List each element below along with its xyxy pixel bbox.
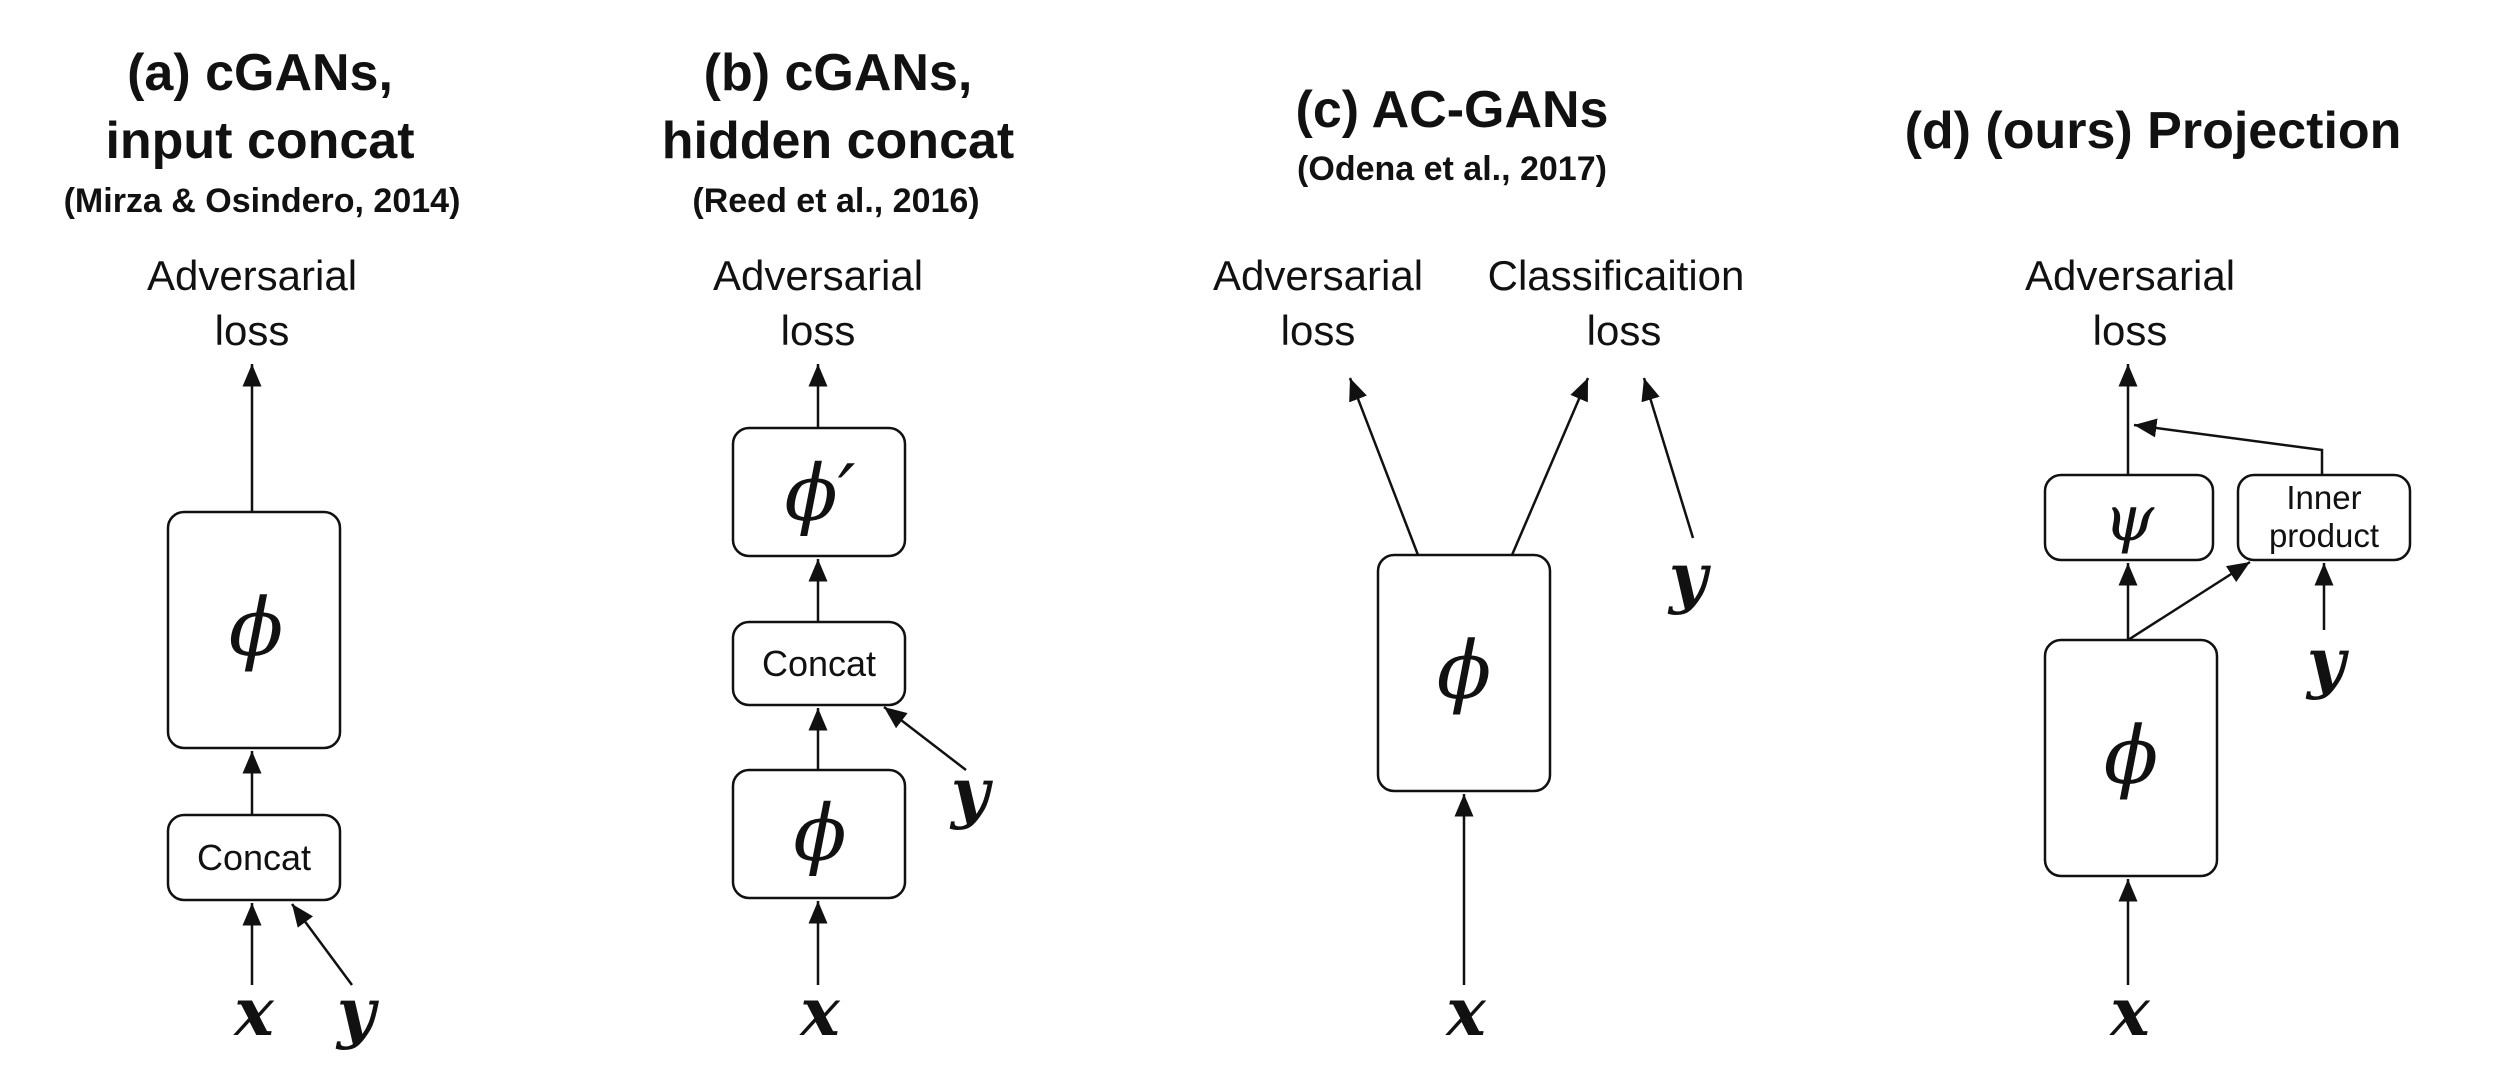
panel-c-cls-loss-line2: loss <box>1587 307 1662 354</box>
panel-c-x-symbol: x <box>1444 973 1486 1051</box>
panel-d-x-symbol: x <box>2108 973 2150 1051</box>
panel-a-title-line2: input concat <box>105 112 414 170</box>
panel-c-citation: (Odena et al., 2017) <box>1297 150 1607 188</box>
panel-a-citation: (Mirza & Osindero, 2014) <box>64 182 461 220</box>
panel-a-y-symbol: y <box>335 973 380 1051</box>
panel-d-title: (d) (ours) Projection <box>1905 102 2402 160</box>
panel-b-citation: (Reed et al., 2016) <box>692 182 979 220</box>
panel-b-title-line2: hidden concat <box>662 112 1014 170</box>
panel-c-title: (c) AC-GANs <box>1296 81 1609 139</box>
panel-d-y-symbol: y <box>2305 623 2350 701</box>
panel-b-phi-symbol: ϕ <box>793 789 846 879</box>
panel-b-concat-label: Concat <box>762 643 876 684</box>
panel-c: (c) AC-GANs (Odena et al., 2017) Adversa… <box>1213 81 1744 1051</box>
panel-b-phi-prime-symbol: ϕ′ <box>785 449 856 539</box>
panel-d-inner-product-line1: Inner <box>2286 479 2361 516</box>
panel-c-arrow-to-cls-loss <box>1510 377 1590 556</box>
panel-b-title-line1: (b) cGANs, <box>704 44 973 102</box>
panel-a-title-line1: (a) cGANs, <box>127 44 393 102</box>
panel-b-arrow-y-to-concat <box>883 706 967 771</box>
panel-d-inner-product-line2: product <box>2269 517 2379 554</box>
panel-a-x-symbol: x <box>232 973 274 1051</box>
panel-c-adv-loss-line1: Adversarial <box>1213 252 1423 299</box>
panel-c-phi-box <box>1376 553 1552 793</box>
panel-c-adv-loss-line2: loss <box>1281 307 1356 354</box>
panel-b-phi-prime-box <box>731 426 907 558</box>
panel-a-loss-label-line1: Adversarial <box>147 252 357 299</box>
panel-b-y-symbol: y <box>949 753 994 831</box>
panel-d-arrow-phi-to-inner-product <box>2127 560 2251 642</box>
panel-a-loss-label-line2: loss <box>215 307 290 354</box>
panel-d-inner-product-box <box>2236 473 2412 562</box>
panel-d-phi-box <box>2043 638 2219 878</box>
panel-d: (d) (ours) Projection Adversarial loss ψ… <box>1905 102 2412 1051</box>
panel-b-loss-label-line2: loss <box>781 307 856 354</box>
panel-b-x-symbol: x <box>798 973 840 1051</box>
panel-c-y-symbol: y <box>1667 538 1712 616</box>
panel-c-phi-symbol: ϕ <box>1437 624 1492 717</box>
panel-b-phi-box <box>731 768 907 900</box>
panel-a: (a) cGANs, input concat (Mirza & Osinder… <box>64 44 461 1051</box>
panel-a-phi-symbol: ϕ <box>229 581 284 674</box>
panel-d-loss-label-line2: loss <box>2093 307 2168 354</box>
panel-d-psi-box <box>2043 473 2215 562</box>
panel-a-concat-label: Concat <box>197 837 311 878</box>
panel-d-phi-symbol: ϕ <box>2104 709 2159 802</box>
panel-b-concat-box <box>731 620 907 707</box>
panel-d-arrow-inner-product-to-sum <box>2133 418 2324 475</box>
panel-b: (b) cGANs, hidden concat (Reed et al., 2… <box>662 44 1014 1051</box>
panel-c-arrow-to-adv-loss <box>1348 377 1420 556</box>
panel-c-cls-loss-line1: Classificaition <box>1488 252 1745 299</box>
panel-a-arrow-y-to-concat <box>290 903 354 986</box>
panel-d-loss-label-line1: Adversarial <box>2025 252 2235 299</box>
panel-c-arrow-y-to-cls-loss <box>1641 377 1695 539</box>
panel-d-psi-symbol: ψ <box>2104 482 2155 556</box>
panel-b-loss-label-line1: Adversarial <box>713 252 923 299</box>
panel-a-phi-box <box>166 510 342 750</box>
panel-a-concat-box <box>166 813 342 902</box>
